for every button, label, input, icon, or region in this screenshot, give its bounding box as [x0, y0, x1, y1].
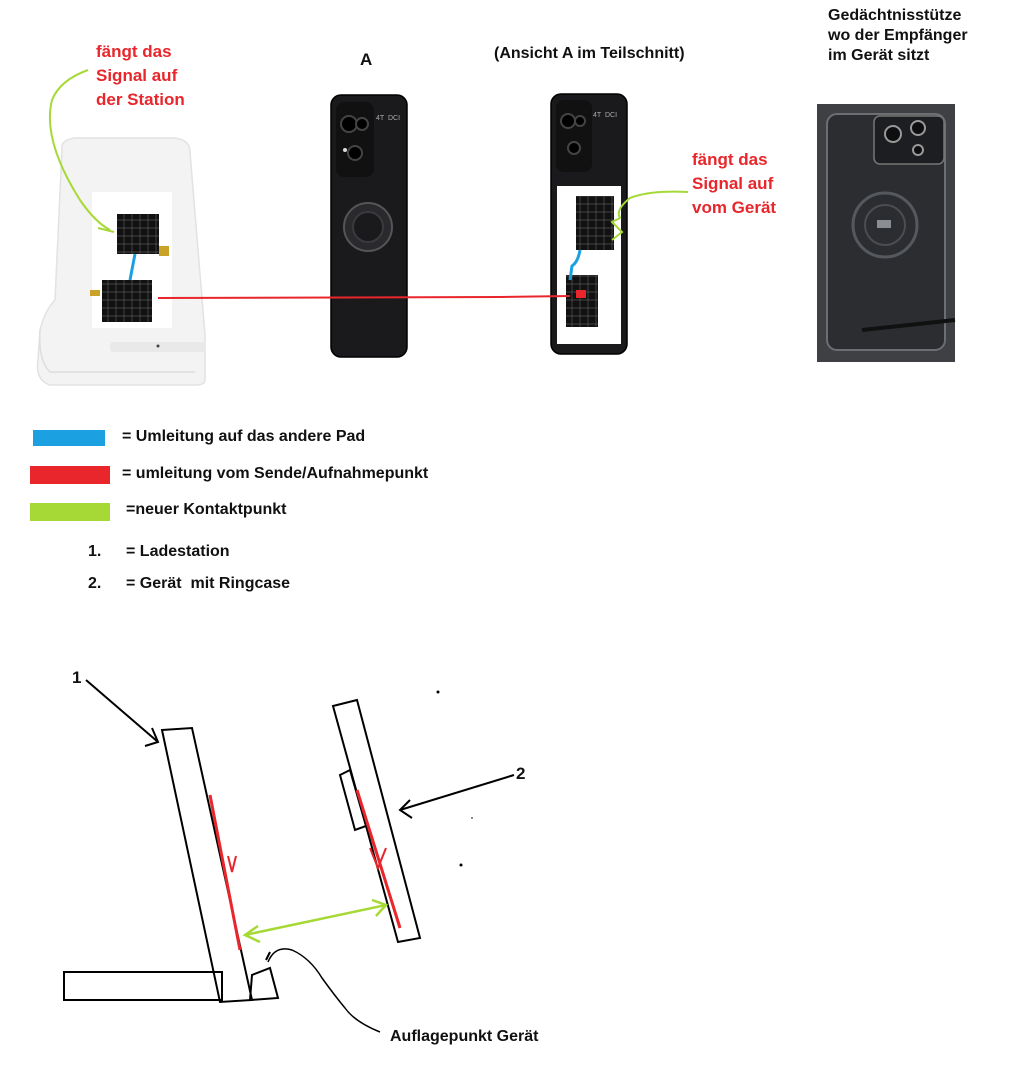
station-coil-connector: [159, 246, 169, 256]
legend-swatch-blue: [33, 430, 105, 446]
station-back-panel: [160, 726, 254, 1004]
station-lip: [248, 966, 280, 1002]
legend-swatch-red: [30, 466, 110, 484]
sketch-label-1: 1: [72, 668, 82, 687]
station-note-line-2: Signal auf: [96, 66, 178, 85]
station-base: [63, 971, 223, 1001]
device-note-line-3: vom Gerät: [692, 198, 777, 217]
memory-note-line-1: Gedächtnisstütze: [828, 7, 962, 24]
section-view-label: (Ansicht A im Teilschnitt): [494, 45, 685, 62]
device-signal-note: fängt das Signal auf vom Gerät: [692, 148, 776, 220]
top-illustration: 4T DCI 4T DCI: [36, 69, 956, 386]
legend-swatch-green: [30, 503, 110, 521]
phone-a-label-4t: 4T: [376, 115, 385, 122]
station-note-line-3: der Station: [96, 90, 185, 109]
contact-double-arrow: [244, 903, 387, 937]
phone-view-a: 4T DCI: [330, 94, 408, 358]
memory-aid-note: Gedächtnisstütze wo der Empfänger im Ger…: [828, 6, 968, 66]
phone-section-label-4t: 4T: [593, 112, 602, 119]
phone-blue-connection: [568, 249, 582, 281]
red-redirect-line: [157, 295, 571, 299]
station-receiver-coil: [117, 214, 159, 254]
ring-case-bump: [338, 768, 368, 832]
station-red-line: [208, 794, 242, 951]
station-transmit-coil: [102, 280, 152, 322]
phone-transmit-coil: [566, 275, 598, 327]
device-note-line-1: fängt das: [692, 150, 768, 169]
device-callout-line: [610, 190, 689, 241]
memory-note-line-2: wo der Empfänger: [828, 27, 968, 44]
legend-label-green: =neuer Kontaktpunkt: [126, 501, 287, 518]
device-body: [331, 698, 422, 944]
sketch-label-2: 2: [516, 764, 526, 783]
view-a-label: A: [360, 50, 373, 69]
station-blue-connection: [128, 253, 137, 281]
callout-1-arrow: [85, 679, 159, 743]
legend-number-1: 1.: [88, 543, 102, 560]
legend-label-red: = umleitung vom Sende/Aufnahmepunkt: [122, 465, 429, 482]
station-callout-line: [48, 69, 111, 231]
support-point-squiggle: [267, 948, 381, 1033]
legend-label-ladestation: = Ladestation: [126, 543, 230, 560]
phone-a-label-dci: DCI: [388, 115, 400, 122]
callout-2-arrow: [399, 774, 515, 811]
phone-section-view: 4T DCI: [550, 93, 628, 355]
device-red-line: [355, 789, 402, 929]
station-note-line-1: fängt das: [96, 42, 172, 61]
receiver-location-photo: [817, 104, 956, 362]
phone-section-label-dci: DCI: [605, 112, 617, 119]
support-point-label: Auflagepunkt Gerät: [390, 1028, 539, 1045]
legend-label-blue: = Umleitung auf das andere Pad: [122, 428, 366, 445]
legend-label-geraet: = Gerät mit Ringcase: [126, 575, 291, 592]
phone-receiver-coil: [576, 196, 614, 250]
station-signal-note: fängt das Signal auf der Station: [96, 40, 185, 112]
device-note-line-2: Signal auf: [692, 174, 774, 193]
legend-number-2: 2.: [88, 575, 102, 592]
memory-note-line-3: im Gerät sitzt: [828, 47, 930, 64]
